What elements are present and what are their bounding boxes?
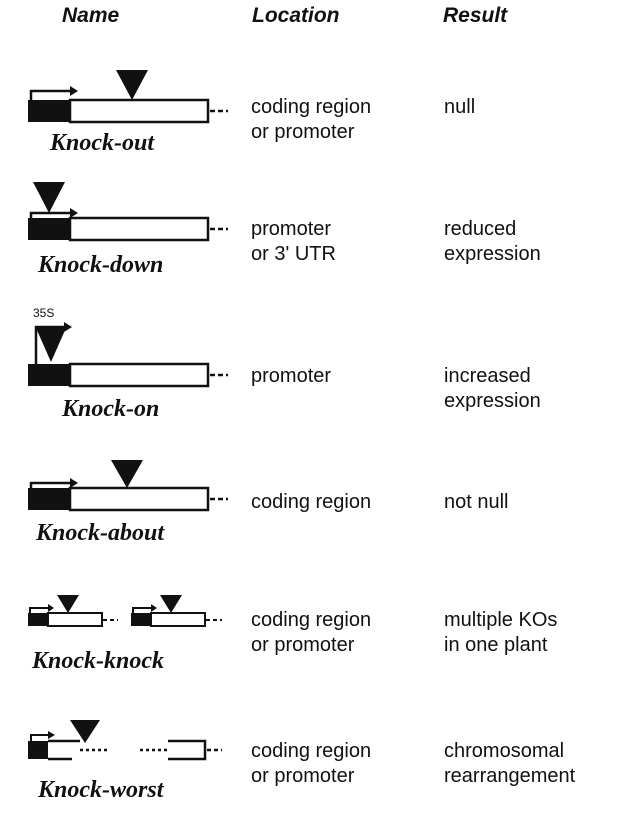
header-location: Location bbox=[252, 4, 340, 27]
result-line: chromosomal bbox=[444, 740, 565, 762]
row-knock-worst: Knock-worst coding region or promoter ch… bbox=[0, 715, 622, 835]
location-text: promoter or 3' UTR bbox=[251, 217, 336, 267]
location-line: coding region bbox=[251, 740, 372, 762]
mutant-name: Knock-on bbox=[62, 396, 160, 422]
result-line: null bbox=[444, 96, 476, 118]
row-knock-about: Knock-about coding region not null bbox=[0, 460, 622, 580]
location-line: or promoter bbox=[251, 121, 355, 143]
mutant-name: Knock-down bbox=[38, 252, 164, 278]
row-knock-knock: Knock-knock coding region or promoter mu… bbox=[0, 590, 622, 710]
mutant-name: Knock-knock bbox=[32, 648, 164, 674]
result-text: null bbox=[444, 95, 475, 120]
location-text: coding region or promoter bbox=[251, 739, 371, 789]
gene-diagram bbox=[28, 460, 228, 512]
mutant-name: Knock-worst bbox=[38, 777, 164, 803]
row-knock-out: Knock-out coding region or promoter null bbox=[0, 70, 622, 190]
row-knock-down: Knock-down promoter or 3' UTR reduced ex… bbox=[0, 180, 622, 300]
result-line: multiple KOs bbox=[444, 609, 558, 631]
gene-diagram bbox=[28, 720, 222, 761]
header-name: Name bbox=[62, 4, 120, 27]
location-line: coding region bbox=[251, 96, 372, 118]
result-text: not null bbox=[444, 490, 509, 515]
result-text: multiple KOs in one plant bbox=[444, 608, 557, 658]
location-line: or 3' UTR bbox=[251, 243, 336, 265]
location-line: or promoter bbox=[251, 765, 355, 787]
result-line: in one plant bbox=[444, 634, 548, 656]
result-text: reduced expression bbox=[444, 217, 541, 267]
location-line: promoter bbox=[251, 365, 332, 387]
result-line: expression bbox=[444, 243, 541, 265]
result-text: increased expression bbox=[444, 364, 541, 414]
result-text: chromosomal rearrangement bbox=[444, 739, 575, 789]
result-line: not null bbox=[444, 491, 509, 513]
promoter-35s-label: 35S bbox=[33, 306, 54, 320]
location-line: coding region bbox=[251, 609, 372, 631]
row-knock-on: 35S Knock-on promoter increased expressi… bbox=[0, 306, 622, 432]
location-text: promoter bbox=[251, 364, 331, 389]
gene-diagram bbox=[28, 182, 228, 242]
mutant-name: Knock-about bbox=[36, 520, 165, 546]
location-line: coding region bbox=[251, 491, 372, 513]
result-line: reduced bbox=[444, 218, 517, 240]
gene-diagram bbox=[28, 595, 222, 627]
mutant-name: Knock-out bbox=[50, 130, 155, 156]
location-text: coding region or promoter bbox=[251, 95, 371, 145]
location-line: promoter bbox=[251, 218, 332, 240]
location-text: coding region bbox=[251, 490, 371, 515]
result-line: rearrangement bbox=[444, 765, 576, 787]
gene-diagram: 35S bbox=[28, 306, 228, 388]
location-line: or promoter bbox=[251, 634, 355, 656]
gene-diagram bbox=[28, 70, 228, 124]
header-result: Result bbox=[443, 4, 508, 27]
result-line: expression bbox=[444, 390, 541, 412]
location-text: coding region or promoter bbox=[251, 608, 371, 658]
result-line: increased bbox=[444, 365, 531, 387]
